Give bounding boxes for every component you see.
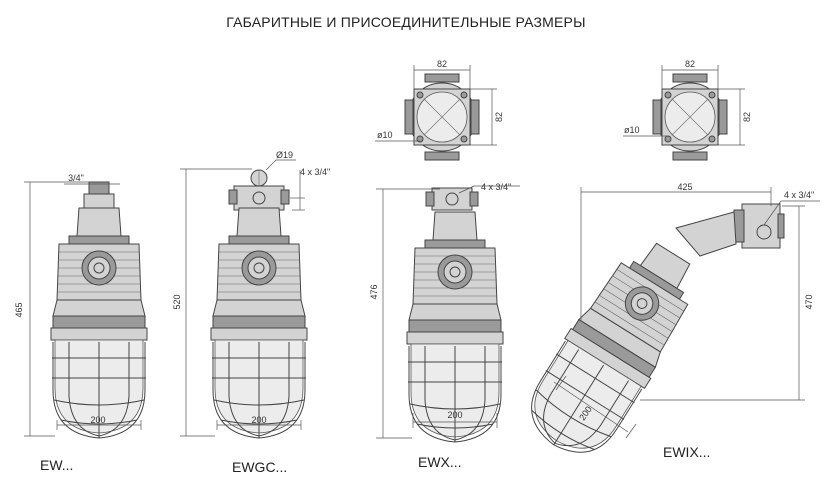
ewgc-model-label: EWGC... [232, 459, 287, 475]
ewix-top-view [623, 65, 745, 161]
ew-thread-dim: 3/4" [68, 173, 84, 183]
ewx-model-label: EWX... [418, 454, 462, 470]
ewx-box-width-dim: 82 [437, 59, 447, 69]
ewix-thread-dim: 4 x 3/4" [784, 190, 814, 200]
model-ew-drawing [24, 181, 148, 439]
ewix-model-label: EWIX... [663, 444, 710, 460]
ewix-box-width-dim: 82 [685, 59, 695, 69]
ewix-hole-dim: ø10 [624, 125, 640, 135]
ew-width-dim: 200 [90, 415, 105, 425]
ewgc-thread-dim: 4 x 3/4" [300, 167, 330, 177]
ewx-width-dim: 200 [447, 410, 462, 420]
ewgc-height-dim: 520 [172, 294, 182, 309]
ew-model-label: EW... [40, 457, 73, 473]
model-ewix-drawing [513, 187, 820, 471]
ewx-top-view [375, 65, 497, 161]
ewgc-diameter-dim: Ø19 [276, 150, 293, 160]
ewix-box-height-dim: 82 [742, 112, 752, 122]
model-ewx-drawing [376, 185, 520, 443]
drawing-title: ГАБАРИТНЫЕ И ПРИСОЕДИНИТЕЛЬНЫЕ РАЗМЕРЫ [226, 14, 585, 30]
ewx-box-height-dim: 82 [494, 112, 504, 122]
ewgc-width-dim: 200 [251, 415, 266, 425]
ewx-thread-dim: 4 x 3/4" [481, 182, 511, 192]
ewx-hole-dim: ø10 [377, 130, 393, 140]
model-ewgc-drawing [180, 159, 308, 439]
ew-height-dim: 465 [14, 302, 24, 317]
ewix-height-dim: 470 [804, 294, 814, 309]
ewix-length-dim: 425 [677, 182, 692, 192]
ewx-height-dim: 476 [369, 284, 379, 299]
